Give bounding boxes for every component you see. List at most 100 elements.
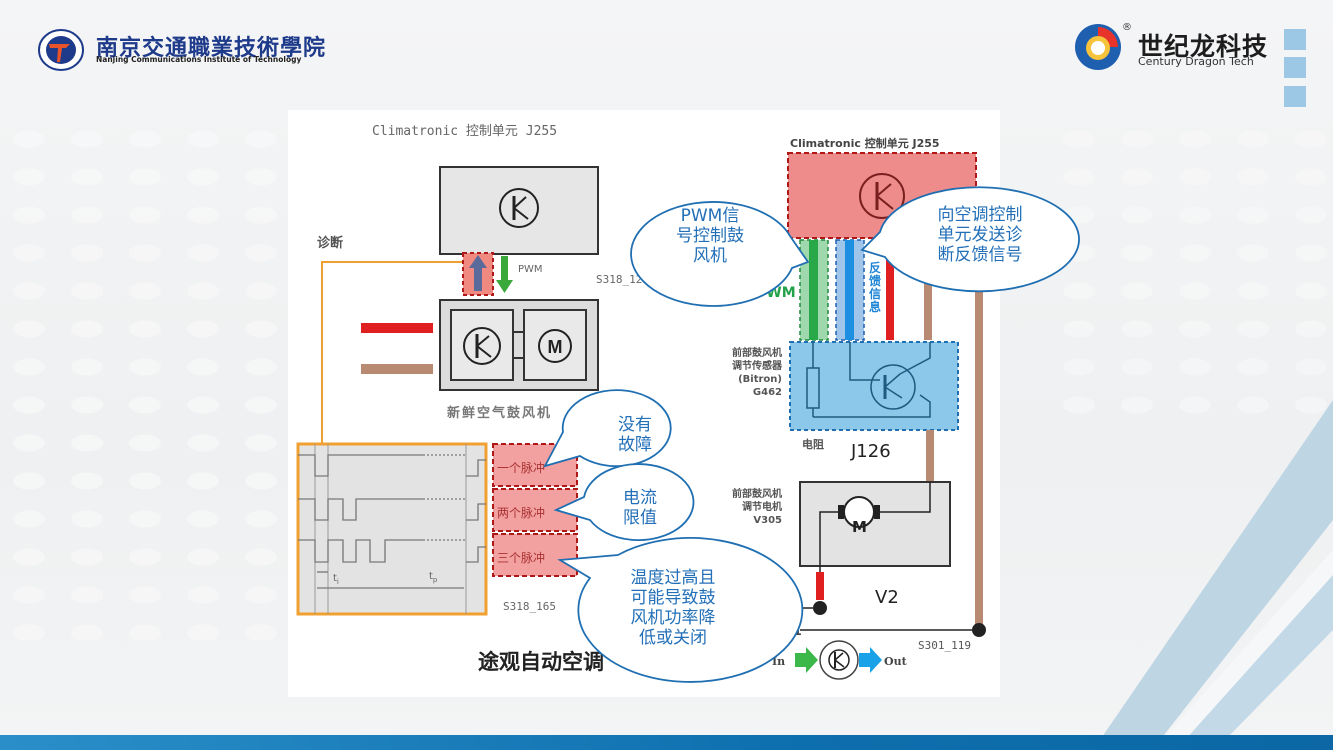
callout-line: 风机功率降 xyxy=(630,608,716,628)
red-wire xyxy=(361,323,433,333)
callout-feedback-bubble xyxy=(860,186,1080,293)
callout-current-limit-bubble xyxy=(553,463,695,541)
callout-line: 低或关闭 xyxy=(639,628,707,648)
ref-right: S301_119 xyxy=(918,639,971,652)
callout-line: 号控制鼓 xyxy=(676,226,744,246)
feedback-wire xyxy=(845,240,854,340)
right-wiring-diagram xyxy=(787,152,986,680)
transistor-icon xyxy=(859,173,905,219)
callout-line: 温度过高且 xyxy=(630,568,716,588)
callout-line: 故障 xyxy=(618,435,652,455)
callout-line: 电流 xyxy=(623,488,657,508)
pwm-label: PWM xyxy=(518,264,543,275)
pulse-chart-frame xyxy=(296,442,488,616)
decor-square xyxy=(1284,86,1306,107)
school-logo-icon xyxy=(38,29,84,71)
pulse-label-3: 三个脉冲 xyxy=(497,551,546,565)
school-name-en: Nanjing Communications Institute of Tech… xyxy=(96,55,302,64)
feedback-wire-label: 反馈信息 xyxy=(869,261,882,314)
decor-square xyxy=(1284,57,1306,78)
blower-id: V2 xyxy=(875,587,899,608)
in-arrow-icon xyxy=(795,647,818,673)
motor-label-line: 调节电机 xyxy=(742,502,782,513)
registered-mark: ® xyxy=(1122,22,1132,33)
motor-box xyxy=(799,481,951,567)
control-unit-box xyxy=(439,166,599,255)
background-pattern xyxy=(0,120,330,640)
partner-name-en: Century Dragon Tech xyxy=(1138,55,1254,68)
transistor-icon xyxy=(499,188,539,228)
right-control-unit-title: Climatronic 控制单元 J255 xyxy=(790,137,940,150)
callout-line: 可能导致鼓 xyxy=(630,588,716,608)
brown-wire xyxy=(924,240,932,340)
partner-name-cn: 世纪龙科技 xyxy=(1138,32,1269,61)
ref-top: S318_123 xyxy=(596,273,649,286)
background-pattern xyxy=(1050,120,1333,420)
brown-wire xyxy=(361,364,433,374)
sensor-label: 前部鼓风机 调节传感器 (Bitron) G462 xyxy=(700,347,782,399)
callout-line: 单元发送诊 xyxy=(937,225,1023,245)
legend-out: Out xyxy=(884,655,907,668)
motor-icon: M xyxy=(538,329,572,363)
transistor-icon xyxy=(463,327,501,365)
motor-icon xyxy=(838,496,880,528)
callout-line: 向空调控制 xyxy=(937,205,1023,225)
pwm-wire xyxy=(809,240,818,340)
motor-label-line: V305 xyxy=(753,515,782,526)
stripe xyxy=(1185,575,1333,740)
sensor-label-line: 调节传感器 xyxy=(732,361,782,372)
background-stripes xyxy=(1100,400,1333,740)
t-p-label: tp xyxy=(429,571,437,584)
callout-pwm-text: PWM信 号控制鼓 风机 xyxy=(630,206,790,266)
svg-text:M: M xyxy=(548,337,563,357)
footer-band xyxy=(0,735,1333,750)
partner-logo-icon xyxy=(1075,24,1121,70)
left-wiring-diagram: M xyxy=(296,166,599,616)
diag-wire xyxy=(321,261,464,445)
callout-line: 风机 xyxy=(693,246,727,266)
callout-line: 限值 xyxy=(623,508,657,528)
pulse-label-1: 一个脉冲 xyxy=(497,461,546,475)
school-name-cn: 南京交通職業技術學院 xyxy=(96,35,327,61)
sensor-label-line: 前部鼓风机 xyxy=(732,348,782,359)
sensor-label-line: (Bitron) xyxy=(738,374,782,385)
t-p-sub: p xyxy=(432,576,438,584)
t-p: t xyxy=(429,571,433,582)
brown-wire xyxy=(926,430,934,485)
ground-node xyxy=(972,623,986,637)
pulse-label-2: 两个脉冲 xyxy=(497,506,546,520)
ground-wire xyxy=(975,238,983,630)
decor-square xyxy=(1284,29,1306,50)
t-i-label: ti xyxy=(333,573,339,586)
callout-current-limit-text: 电流 限值 xyxy=(590,488,690,528)
red-wire xyxy=(816,572,824,600)
legend-transistor-icon xyxy=(819,640,859,680)
t-i: t xyxy=(333,573,337,584)
red-wire xyxy=(886,240,894,340)
motor-symbol: M xyxy=(852,518,867,536)
callout-no-fault-text: 没有 故障 xyxy=(585,415,685,455)
blower-label: 新鲜空气鼓风机 xyxy=(447,406,553,421)
callout-line: PWM信 xyxy=(680,206,740,226)
diagram-caption: 途观自动空调 xyxy=(478,650,604,674)
sensor-label-line: G462 xyxy=(752,387,782,398)
motor-label-line: 前部鼓风机 xyxy=(732,489,782,500)
callout-line: 断反馈信号 xyxy=(937,245,1023,265)
motor-label: 前部鼓风机 调节电机 V305 xyxy=(700,488,782,527)
legend-in: In xyxy=(772,655,786,668)
pulse-waveforms xyxy=(298,454,486,589)
callout-pwm-bubble xyxy=(630,201,810,307)
arrow-up-icon xyxy=(469,255,487,291)
terminal-30-node xyxy=(813,601,827,615)
resistor-label: 电阻 xyxy=(802,438,824,451)
callout-line: 没有 xyxy=(618,415,652,435)
diag-label: 诊断 xyxy=(317,236,344,251)
callout-overheat-bubble xyxy=(557,537,804,683)
out-arrow-icon xyxy=(859,647,882,673)
arrow-down-icon xyxy=(496,256,513,293)
left-control-unit-title: Climatronic 控制单元 J255 xyxy=(372,124,558,139)
sensor-circuit xyxy=(806,342,931,418)
callout-feedback-text: 向空调控制 单元发送诊 断反馈信号 xyxy=(885,205,1075,265)
stripe xyxy=(1100,400,1333,740)
